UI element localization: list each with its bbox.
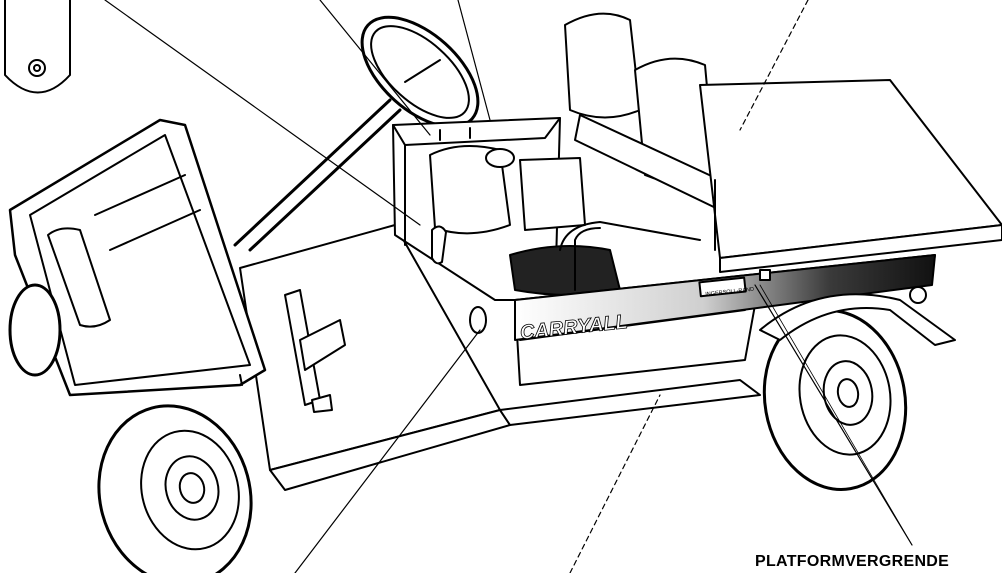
front-hood [8,118,267,397]
leader-line-6 [569,394,661,573]
side-panel [514,254,936,386]
callout-lines [104,0,913,573]
leader-line-4 [739,0,809,131]
engine-compartment [429,145,621,296]
leader-line-7b [759,284,913,546]
maker-plate: INGERSOLL-RAND [705,287,754,298]
leader-line-3 [457,0,491,121]
cargo-platform [699,79,1002,273]
seat-backs [559,12,721,291]
steering-wheel [233,15,480,252]
fuel-cap [469,306,487,334]
rear-wheel [762,309,908,491]
front-right-wheel [8,283,62,377]
chassis [239,224,761,491]
leader-line-7 [754,284,913,546]
callout-label-platform-lock: PLATFORMVERGRENDE [755,553,950,570]
rear-fender [759,286,956,346]
leader-line-5 [294,329,481,573]
leader-line-1 [104,0,421,226]
leader-line-2 [319,0,431,136]
front-left-wheel [97,404,253,573]
roll-detail [4,0,71,94]
hood-latch [431,225,447,265]
pedals [284,289,346,413]
